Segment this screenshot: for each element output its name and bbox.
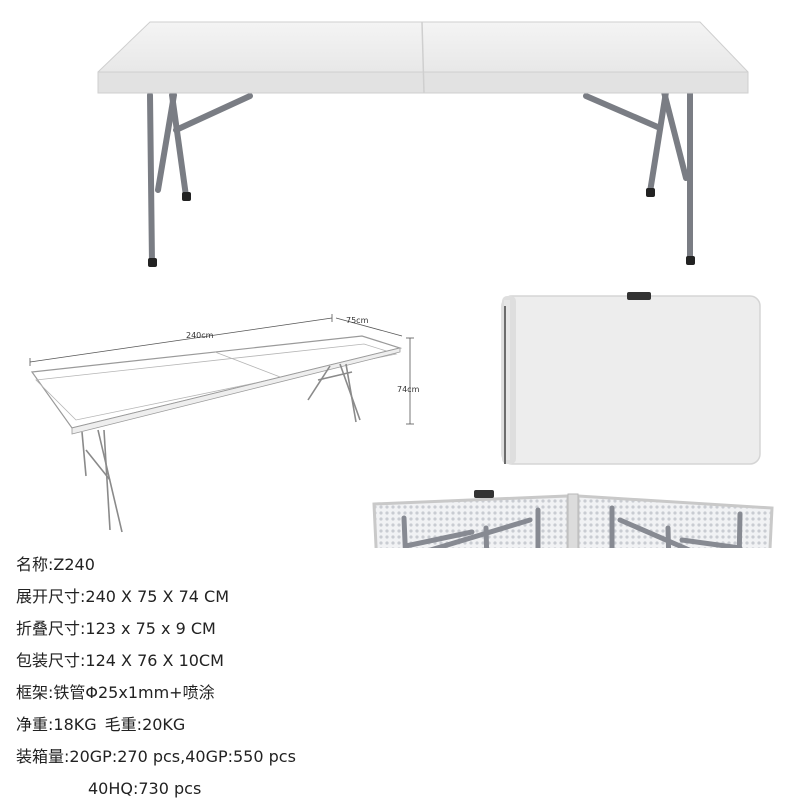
spec-frame: 框架:铁管Φ25x1mm+喷涂 <box>16 683 215 702</box>
carry-handle <box>627 292 651 300</box>
dimension-lines <box>29 314 414 425</box>
table-dimension-drawing: 240cm 75cm 74cm <box>29 314 420 533</box>
table-top-seam <box>421 21 425 94</box>
spec-loading-40hq: 40HQ:730 pcs <box>88 779 202 798</box>
leg-feet <box>148 188 695 267</box>
table-legs <box>147 89 693 267</box>
drawing-table-top <box>30 335 403 429</box>
underside-left-half <box>372 494 570 548</box>
spec-unfolded-size: 展开尺寸:240 X 75 X 74 CM <box>16 587 229 606</box>
spec-package-size: 包装尺寸:124 X 76 X 10CM <box>16 651 224 670</box>
folded-table-body <box>501 295 761 465</box>
dimension-length-label: 240cm <box>186 331 214 340</box>
underside-handle <box>474 490 494 498</box>
table-folded-photo <box>501 292 761 465</box>
spec-loading: 装箱量:20GP:270 pcs,40GP:550 pcs <box>16 747 296 766</box>
dimension-width-label: 75cm <box>346 316 369 325</box>
product-illustrations: 240cm 75cm 74cm <box>29 21 774 548</box>
underside-right-half <box>576 494 774 548</box>
spec-name: 名称:Z240 <box>16 555 95 574</box>
drawing-legs <box>81 363 361 533</box>
spec-folded-size: 折叠尺寸:123 x 75 x 9 CM <box>16 619 216 638</box>
table-unfolded-photo <box>97 21 749 267</box>
spec-list: 名称:Z240 展开尺寸:240 X 75 X 74 CM 折叠尺寸:123 x… <box>16 549 296 805</box>
dimension-height-label: 74cm <box>397 385 420 394</box>
underside-frame <box>401 505 743 548</box>
table-underside-photo <box>372 490 774 548</box>
